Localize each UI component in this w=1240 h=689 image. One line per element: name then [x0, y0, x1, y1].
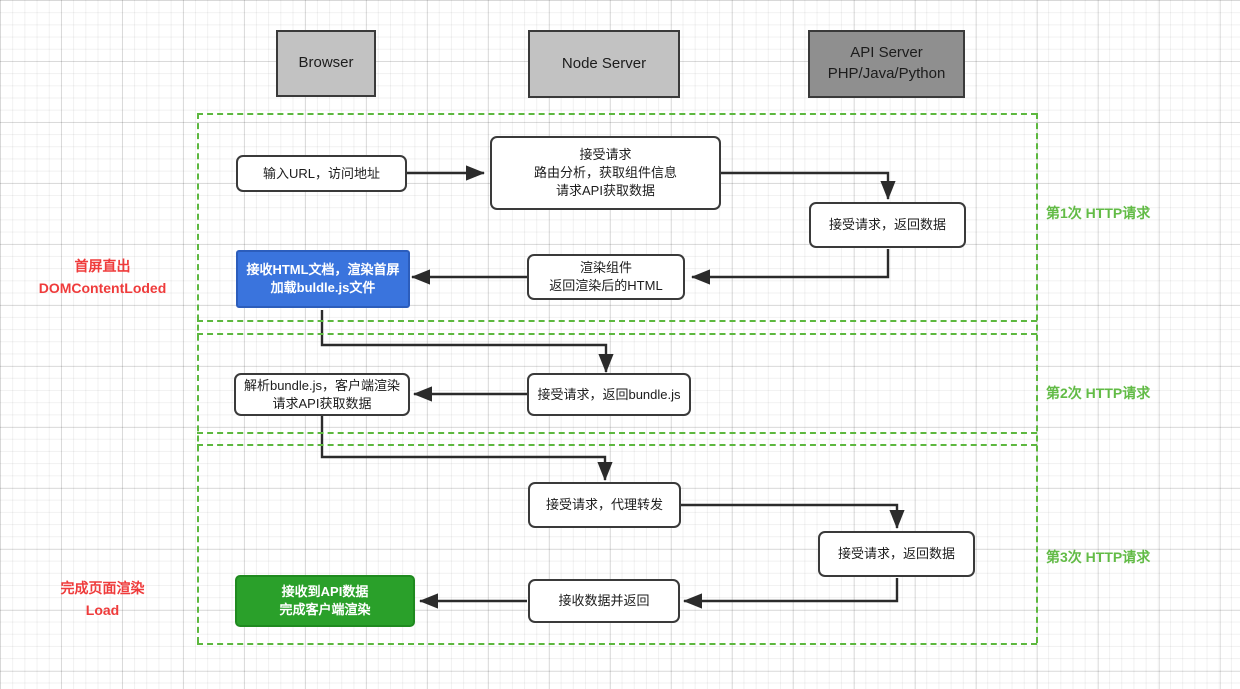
step-receive-html-label: 接收HTML文档，渲染首屏 加载buldle.js文件 [246, 262, 400, 295]
region3-border-top [197, 444, 1037, 446]
region2-border-bottom [197, 432, 1037, 434]
region1-border-bottom [197, 320, 1037, 322]
actor-node-server[interactable]: Node Server [528, 30, 680, 98]
step-api-return-data-1[interactable]: 接受请求，返回数据 [809, 202, 966, 248]
step-client-render-done[interactable]: 接收到API数据 完成客户端渲染 [235, 575, 415, 627]
step-parse-bundle-label: 解析bundle.js，客户端渲染 请求API获取数据 [243, 377, 401, 411]
step-render-component-label: 渲染组件 返回渲染后的HTML [549, 260, 663, 293]
request-label-http-3: 第3次 HTTP请求 [1046, 549, 1151, 565]
request-label-http-2: 第2次 HTTP请求 [1046, 385, 1151, 401]
step-api-return-data-2[interactable]: 接受请求，返回数据 [818, 531, 975, 577]
request-label-http-1: 第1次 HTTP请求 [1046, 205, 1151, 221]
step-render-component[interactable]: 渲染组件 返回渲染后的HTML [527, 254, 685, 300]
phase-label-page-load: 完成页面渲染 Load [60, 580, 145, 618]
actor-api-server[interactable]: API Server PHP/Java/Python [808, 30, 965, 98]
phase-label-first-screen: 首屏直出 DOMContentLoded [38, 258, 167, 296]
step-proxy-forward[interactable]: 接受请求，代理转发 [528, 482, 681, 528]
step-input-url-label: 输入URL，访问地址 [262, 165, 380, 181]
step-receive-and-return-label: 接收数据并返回 [558, 593, 650, 609]
region-border-right [1036, 113, 1038, 643]
actor-browser[interactable]: Browser [276, 30, 376, 97]
step-receive-html[interactable]: 接收HTML文档，渲染首屏 加载buldle.js文件 [236, 250, 410, 308]
step-proxy-forward-label: 接受请求，代理转发 [545, 497, 663, 513]
step-receive-and-return[interactable]: 接收数据并返回 [528, 579, 680, 623]
actor-node-server-label: Node Server [561, 54, 647, 72]
step-client-render-done-label: 接收到API数据 完成客户端渲染 [279, 584, 371, 617]
step-accept-request-1[interactable]: 接受请求 路由分析，获取组件信息 请求API获取数据 [490, 136, 721, 210]
region-border-left [197, 113, 199, 643]
step-return-bundle-label: 接受请求，返回bundle.js [537, 386, 681, 402]
region1-border-top [197, 113, 1037, 115]
step-parse-bundle[interactable]: 解析bundle.js，客户端渲染 请求API获取数据 [234, 373, 410, 416]
region2-border-top [197, 333, 1037, 335]
step-input-url[interactable]: 输入URL，访问地址 [236, 155, 407, 192]
step-accept-request-1-label: 接受请求 路由分析，获取组件信息 请求API获取数据 [533, 147, 677, 198]
actor-browser-label: Browser [298, 54, 354, 72]
step-api-return-data-1-label: 接受请求，返回数据 [828, 217, 946, 233]
step-return-bundle[interactable]: 接受请求，返回bundle.js [527, 373, 691, 416]
actor-api-server-label: API Server PHP/Java/Python [827, 44, 946, 82]
region3-border-bottom [197, 643, 1037, 645]
step-api-return-data-2-label: 接受请求，返回数据 [837, 546, 955, 562]
